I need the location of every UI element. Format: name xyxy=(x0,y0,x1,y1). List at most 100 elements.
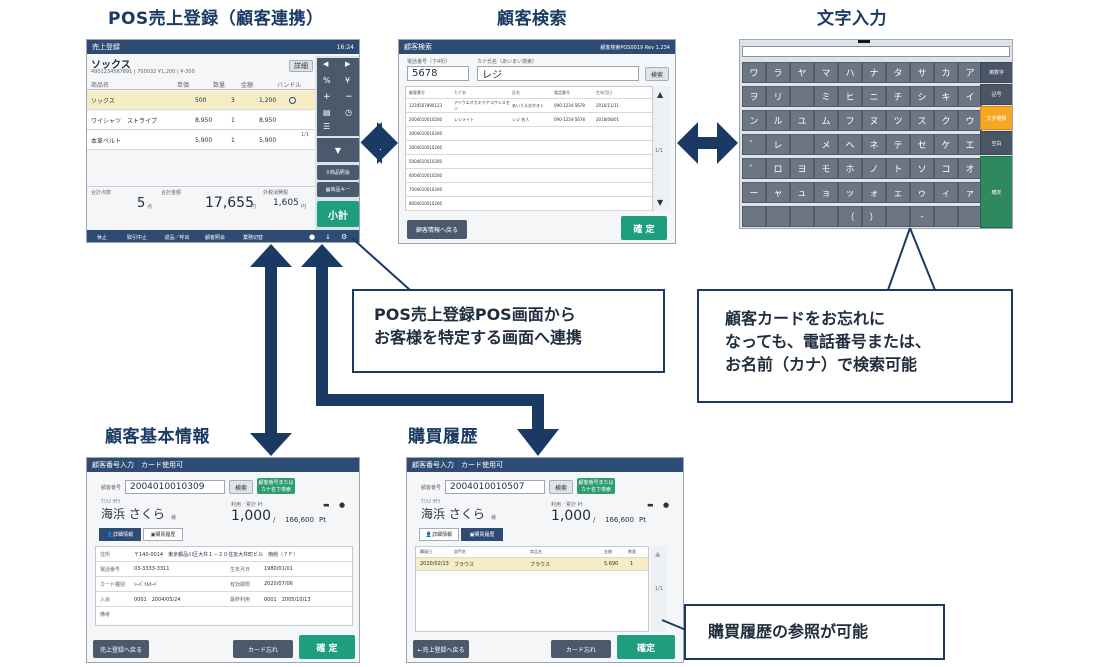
history-confirm-button[interactable]: 確定 xyxy=(617,635,675,659)
table-row[interactable]: 7004010010200 xyxy=(406,183,652,197)
search-scrollbar[interactable]: ▲ ▼ xyxy=(653,86,671,211)
kana-key[interactable] xyxy=(934,206,958,227)
kana-key[interactable]: ム xyxy=(814,110,838,131)
tab-detail[interactable]: 👤詳細情報 xyxy=(99,528,141,541)
kana-key[interactable]: ッ xyxy=(838,182,862,203)
scroll-down-icon[interactable]: ▼ xyxy=(317,138,359,162)
kana-key[interactable]: ケ xyxy=(934,134,958,155)
kana-key[interactable]: リ xyxy=(766,86,790,107)
history-card-forgot-button[interactable]: カード忘れ xyxy=(551,640,611,658)
footer-return[interactable]: 返品／呼出 xyxy=(164,234,190,241)
detail-button[interactable]: 詳細 xyxy=(289,60,313,72)
search-button[interactable]: 検索 xyxy=(645,67,669,81)
symbol-key[interactable]: 記号 xyxy=(980,84,1012,105)
basic-confirm-button[interactable]: 確 定 xyxy=(299,635,355,659)
kana-key[interactable] xyxy=(886,206,910,227)
chevron-right-icon[interactable]: ▶ xyxy=(345,60,351,68)
back-to-sales-button[interactable]: 売上登録へ戻る xyxy=(93,640,149,658)
table-row[interactable]: 3004010010200 xyxy=(406,127,652,141)
history-scrollbar[interactable]: ▲ xyxy=(651,546,667,632)
kana-key[interactable]: キ xyxy=(934,86,958,107)
kana-key[interactable]: ル xyxy=(766,110,790,131)
card-icon[interactable]: ▬ xyxy=(323,501,330,509)
scroll-down-icon[interactable]: ▼ xyxy=(657,198,664,207)
kana-key[interactable]: イ xyxy=(958,86,982,107)
kana-key[interactable]: ハ xyxy=(838,62,862,83)
kana-key[interactable]: ） xyxy=(862,206,886,227)
search-confirm-button[interactable]: 確 定 xyxy=(621,216,667,240)
kana-key[interactable]: カ xyxy=(934,62,958,83)
download-icon[interactable]: ↓ xyxy=(325,233,331,241)
product-lookup-button[interactable]: ⚲商品照会 xyxy=(317,165,359,180)
kana-key[interactable]: フ xyxy=(838,110,862,131)
table-row[interactable]: 6004010010200 xyxy=(406,169,652,183)
kana-key[interactable]: ォ xyxy=(862,182,886,203)
kana-key[interactable]: ン xyxy=(742,110,766,131)
kana-key[interactable]: ヨ xyxy=(790,158,814,179)
kana-key[interactable]: ヒ xyxy=(838,86,862,107)
kana-key[interactable]: サ xyxy=(910,62,934,83)
kana-key[interactable]: ク xyxy=(934,110,958,131)
kana-key[interactable]: ス xyxy=(910,110,934,131)
kana-key[interactable]: ソ xyxy=(910,158,934,179)
info-icon[interactable]: ● xyxy=(663,501,670,509)
table-row[interactable]: ワイシャツ ストライプ 8,950 1 8,950 xyxy=(87,111,315,130)
space-key[interactable]: 空白 xyxy=(980,131,1012,155)
kana-key[interactable]: ミ xyxy=(814,86,838,107)
kana-key[interactable]: ニ xyxy=(862,86,886,107)
kana-key[interactable]: ト xyxy=(886,158,910,179)
clock-icon[interactable]: ◷ xyxy=(345,108,352,117)
back-to-customer-button[interactable]: 顧客情報へ戻る xyxy=(407,220,467,239)
kana-key[interactable]: ェ xyxy=(886,182,910,203)
card-icon[interactable]: ▬ xyxy=(647,501,654,509)
kana-key[interactable]: （ xyxy=(838,206,862,227)
alnum-key[interactable]: 英数字 xyxy=(980,62,1012,83)
list-icon[interactable]: ☰ xyxy=(323,122,331,131)
kana-key[interactable]: ゛ xyxy=(742,134,766,155)
basic-search-button[interactable]: 検索 xyxy=(229,480,253,494)
kana-key[interactable]: セ xyxy=(910,134,934,155)
kana-key[interactable]: ヌ xyxy=(862,110,886,131)
kana-key[interactable]: ュ xyxy=(790,182,814,203)
kana-key[interactable]: ヲ xyxy=(742,86,766,107)
history-num-input[interactable]: 2004010010507 xyxy=(445,480,545,494)
chevron-left-icon[interactable]: ◀ xyxy=(323,60,329,68)
kana-key[interactable]: ホ xyxy=(838,158,862,179)
tab-history[interactable]: ▣購買履歴 xyxy=(461,528,503,541)
subtotal-button[interactable]: 小計 xyxy=(317,201,359,227)
product-key-button[interactable]: ▦商品キー xyxy=(317,182,359,197)
kana-key[interactable]: モ xyxy=(814,158,838,179)
history-search-button[interactable]: 検索 xyxy=(549,480,573,494)
kana-key[interactable]: ィ xyxy=(934,182,958,203)
kana-key[interactable]: - xyxy=(910,206,934,227)
kana-key[interactable]: ヘ xyxy=(838,134,862,155)
table-row[interactable]: 本革ベルト 5,900 1 5,900 xyxy=(87,131,315,150)
kana-key[interactable]: ユ xyxy=(790,110,814,131)
footer-customer[interactable]: 顧客照会 xyxy=(204,234,225,241)
tab-detail[interactable]: 👤詳細情報 xyxy=(419,528,459,541)
kana-key[interactable]: ロ xyxy=(766,158,790,179)
kana-key[interactable]: テ xyxy=(886,134,910,155)
kana-key[interactable] xyxy=(766,206,790,227)
kana-key[interactable]: ラ xyxy=(766,62,790,83)
kana-key[interactable]: レ xyxy=(766,134,790,155)
table-row[interactable]: 3004010010200 xyxy=(406,141,652,155)
table-row[interactable]: 8004010010200 xyxy=(406,197,652,211)
char-type-key[interactable]: 文字種類 xyxy=(980,106,1012,130)
keyboard-confirm-key[interactable]: 確定 xyxy=(980,156,1012,228)
kana-key[interactable]: ワ xyxy=(742,62,766,83)
history-back-button[interactable]: ←売上登録へ戻る xyxy=(413,640,469,658)
minus-icon[interactable]: − xyxy=(345,92,353,102)
table-row[interactable]: 2020/02/13 ブラウス ブラウス 5,690 1 xyxy=(416,558,648,571)
history-kana-search-button[interactable]: 顧客番号またはカナ名で検索 xyxy=(577,478,615,494)
kana-key[interactable] xyxy=(790,86,814,107)
kana-key[interactable]: タ xyxy=(886,62,910,83)
kana-key[interactable]: ャ xyxy=(766,182,790,203)
kana-key[interactable]: ノ xyxy=(862,158,886,179)
kana-key[interactable]: ツ xyxy=(886,110,910,131)
kana-key[interactable] xyxy=(790,134,814,155)
chat-icon[interactable]: ● xyxy=(309,233,316,241)
scroll-up-icon[interactable]: ▲ xyxy=(655,550,661,558)
kana-key[interactable]: ゥ xyxy=(910,182,934,203)
